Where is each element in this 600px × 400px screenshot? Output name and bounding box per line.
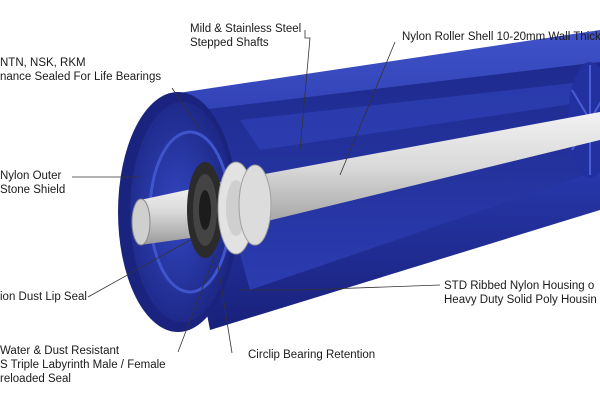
label-bearings-line2: nance Sealed For Life Bearings — [0, 71, 162, 83]
label-bearings-line1: NTN, NSK, RKM — [0, 57, 86, 69]
label-circlip: Circlip Bearing Retention — [248, 348, 375, 362]
label-shell-line1: Nylon Roller Shell 10-20mm Wall Thick — [402, 31, 600, 43]
label-labyrinth: Water & Dust Resistant S Triple Labyrint… — [0, 344, 166, 386]
label-bearings: NTN, NSK, RKM nance Sealed For Life Bear… — [0, 56, 161, 84]
label-shafts-line2: Stepped Shafts — [190, 37, 269, 49]
label-labyrinth-line2: S Triple Labyrinth Male / Female — [0, 359, 166, 371]
label-stone-shield: Nylon Outer Stone Shield — [0, 169, 65, 197]
label-shafts: Mild & Stainless Steel Stepped Shafts — [190, 22, 301, 50]
label-shell: Nylon Roller Shell 10-20mm Wall Thick — [402, 30, 600, 44]
label-labyrinth-line3: reloaded Seal — [0, 373, 71, 385]
shaft-collar — [238, 164, 272, 246]
shaft-tip — [131, 198, 151, 246]
label-shafts-line1: Mild & Stainless Steel — [190, 23, 302, 35]
label-stone-shield-line2: Stone Shield — [0, 184, 66, 196]
label-labyrinth-line1: Water & Dust Resistant — [0, 345, 120, 357]
label-dust-lip: ion Dust Lip Seal — [0, 290, 87, 304]
bearing-assembly — [187, 162, 223, 258]
label-circlip-line1: Circlip Bearing Retention — [248, 349, 376, 361]
leader-lines — [72, 30, 441, 354]
label-stone-shield-line1: Nylon Outer — [0, 170, 62, 182]
label-dust-lip-line1: ion Dust Lip Seal — [0, 291, 87, 303]
label-housing-line1: STD Ribbed Nylon Housing o — [444, 280, 595, 292]
shaft-body — [205, 112, 600, 235]
label-housing: STD Ribbed Nylon Housing o Heavy Duty So… — [444, 279, 597, 307]
label-housing-line2: Heavy Duty Solid Poly Housin — [444, 294, 597, 306]
interior-highlight — [240, 80, 600, 150]
